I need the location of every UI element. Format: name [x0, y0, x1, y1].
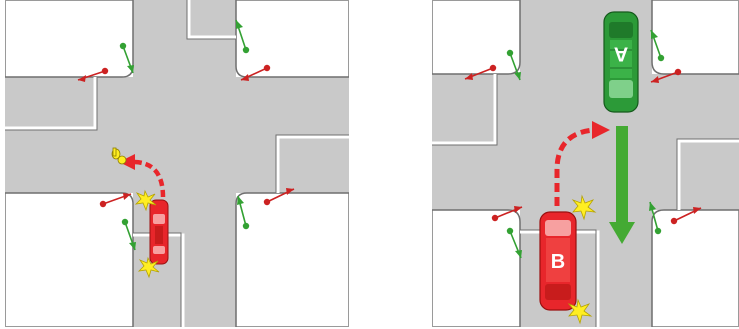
red-car	[150, 200, 168, 264]
car-b-label: B	[551, 251, 565, 273]
right-intersection-svg: A B	[432, 0, 739, 329]
left-intersection-diagram	[5, 0, 349, 329]
green-car-a: A	[604, 12, 638, 112]
left-intersection-svg	[5, 0, 349, 329]
red-car-b: B	[540, 212, 576, 310]
car-a-label: A	[614, 43, 628, 65]
right-intersection-diagram: A B	[432, 0, 739, 329]
